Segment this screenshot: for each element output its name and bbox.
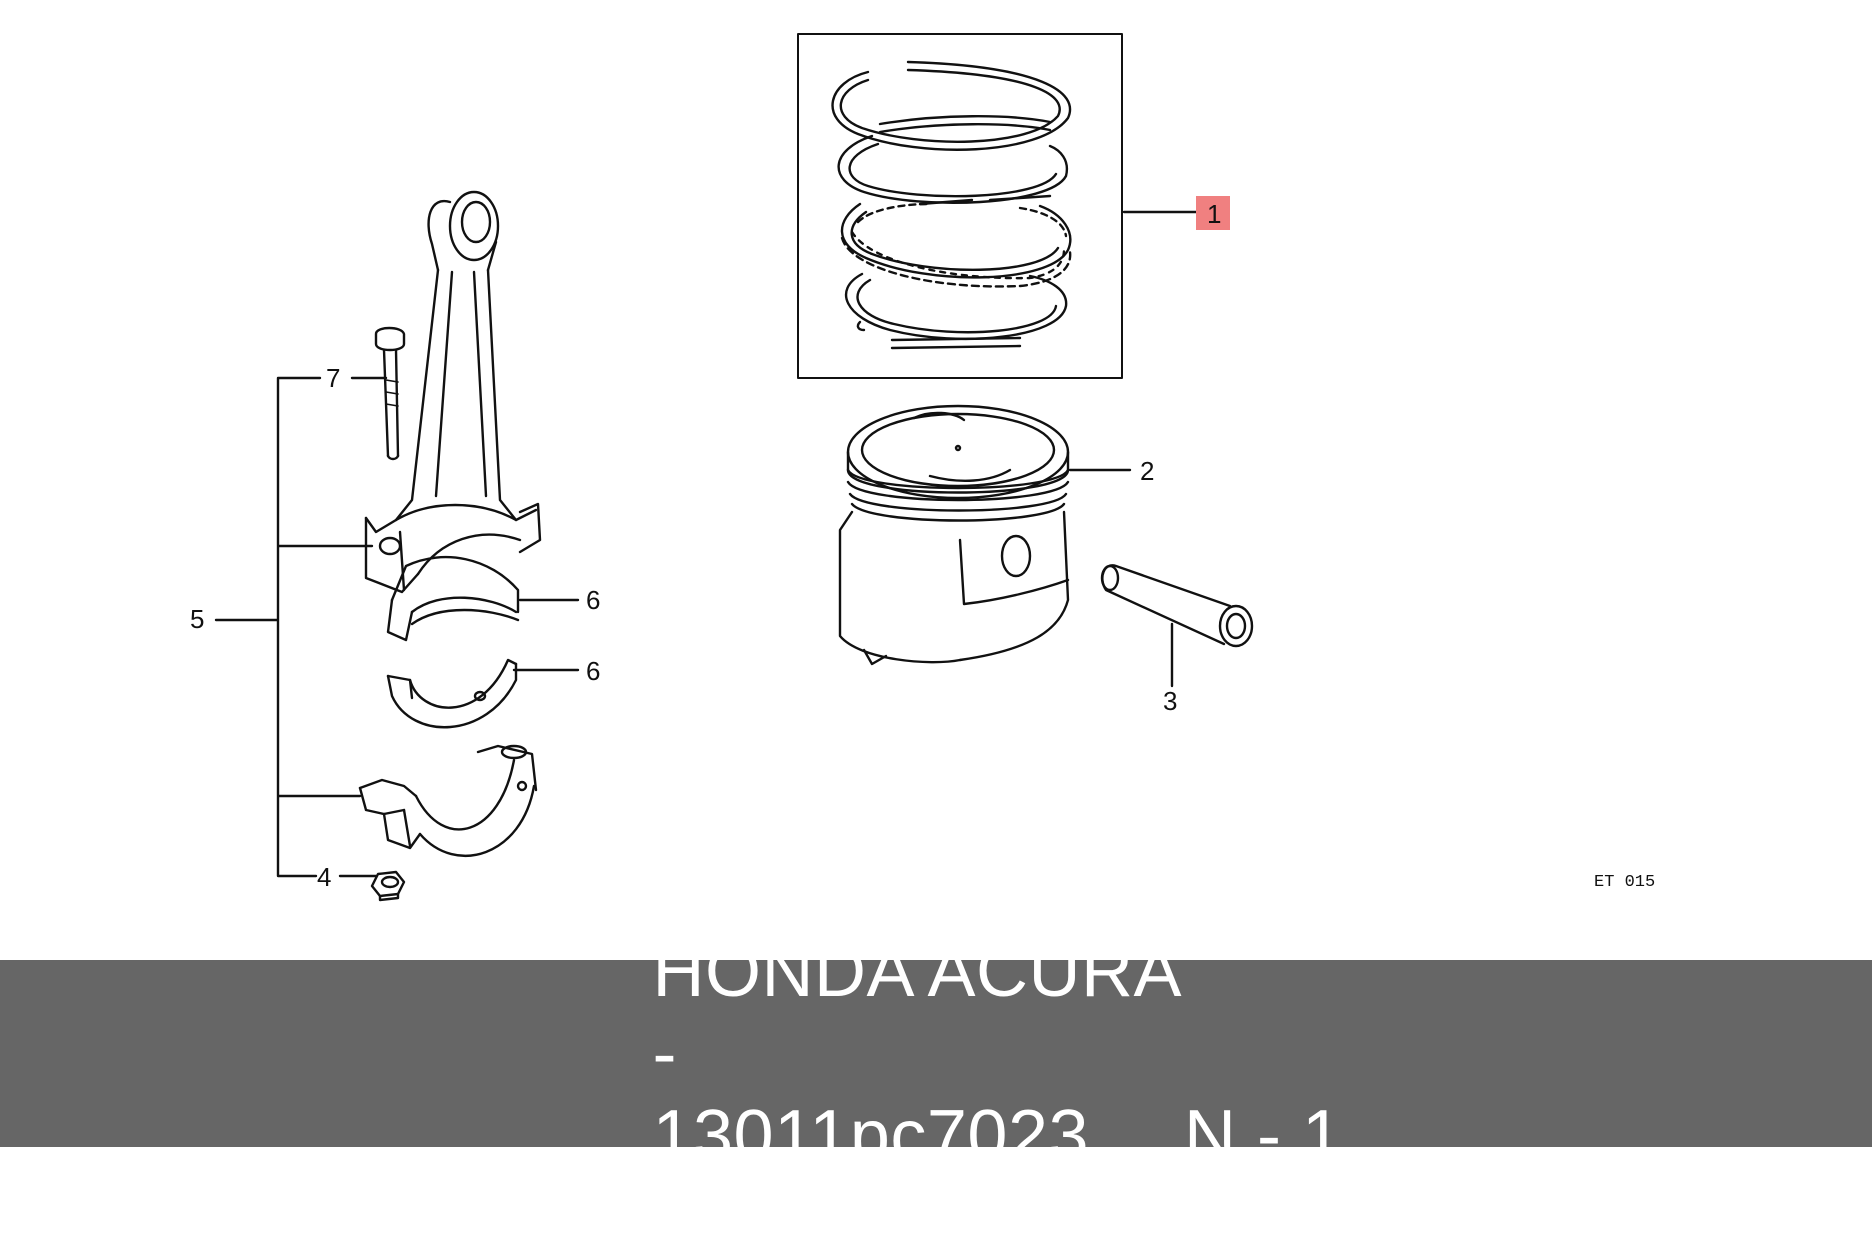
part-number: 13011pc7023 [652, 1095, 1090, 1176]
callout-1-highlight [1196, 196, 1230, 230]
brand-name: HONDA ACURA [652, 931, 1183, 1012]
connecting-rod-nut[interactable] [370, 870, 406, 902]
rod-cap[interactable] [358, 744, 538, 858]
parts-diagram-page: 1 2 3 4 5 6 6 7 ET 015 HONDA ACURA - 130… [0, 33, 1872, 1176]
rod-bearing-upper[interactable] [386, 555, 520, 642]
callout-1[interactable]: 1 [1207, 199, 1221, 229]
callout-4[interactable]: 4 [317, 862, 331, 892]
piston-pin[interactable] [1100, 564, 1254, 648]
rod-bearing-lower[interactable] [386, 658, 518, 729]
title-separator: - [652, 1013, 677, 1094]
callout-3[interactable]: 3 [1163, 686, 1177, 716]
callout-5[interactable]: 5 [190, 604, 204, 634]
parts-exploded-diagram: 1 2 3 4 5 6 6 7 ET 015 [190, 33, 1655, 902]
part-title: HONDA ACURA - 13011pc7023 N - 1 [529, 849, 1342, 1259]
callout-2[interactable]: 2 [1140, 456, 1154, 486]
callout-6a[interactable]: 6 [586, 585, 600, 615]
part-info-footer: HONDA ACURA - 13011pc7023 N - 1 [0, 932, 1872, 1176]
connecting-rod-bolt[interactable] [374, 326, 406, 461]
callout-7[interactable]: 7 [326, 363, 340, 393]
diagram-position: N - 1 [1184, 1095, 1343, 1176]
connecting-rod[interactable] [364, 190, 542, 594]
bracket-5 [214, 376, 374, 878]
ring-set-frame [797, 33, 1123, 379]
piston-ring-set[interactable] [831, 60, 1072, 350]
piston[interactable] [838, 404, 1070, 666]
callout-6b[interactable]: 6 [586, 656, 600, 686]
drawing-code: ET 015 [1594, 873, 1655, 892]
